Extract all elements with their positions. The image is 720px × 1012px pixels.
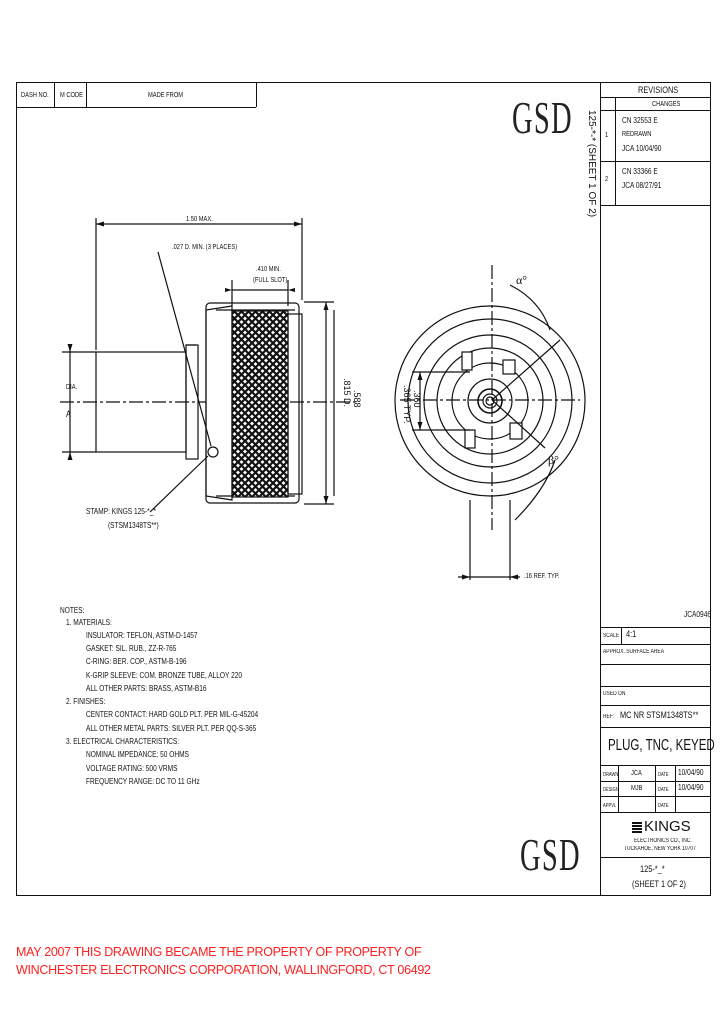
design-label: DESIGN — [603, 787, 619, 793]
ref-value: MC NR STSM1348TS** — [620, 710, 699, 720]
notes-title: NOTES: — [60, 606, 85, 615]
design-date: 10/04/90 — [678, 783, 704, 792]
used-on-label: USED ON — [603, 691, 626, 697]
dim-815: .815 D. — [342, 378, 352, 408]
revision-1-num: 1 — [605, 132, 609, 139]
revision-2-line-2: JCA 08/27/91 — [622, 181, 662, 190]
drawing-id: JCA0946 — [684, 610, 711, 619]
dim-588: .588 — [352, 390, 362, 408]
note-line: 3. ELECTRICAL CHARACTERISTICS: — [66, 737, 180, 746]
note-line: FREQUENCY RANGE: DC TO 11 GHz — [86, 777, 200, 786]
header-dash-no: DASH NO. — [21, 92, 49, 99]
part-number: 125-*_* — [640, 864, 665, 874]
company-sub-2: TUCKAHOE, NEW YORK 10707 — [624, 846, 696, 852]
revision-2-num: 2 — [605, 176, 609, 183]
dim-slot: .410 MIN. — [256, 266, 281, 273]
note-line: GASKET: SIL. RUB., ZZ-R-765 — [86, 644, 177, 653]
dim-a: A — [66, 409, 71, 419]
note-line: ALL OTHER PARTS: BRASS, ASTM-B16 — [86, 684, 207, 693]
sheet-ref-vertical: 125-*-* (SHEET 1 OF 2) — [586, 110, 597, 218]
dim-365: .365 TYP. — [402, 385, 412, 424]
note-line: NOMINAL IMPEDANCE: 50 OHMS — [86, 750, 189, 759]
note-line: 1. MATERIALS: — [66, 618, 112, 627]
note-line: K-GRIP SLEEVE: COM. BRONZE TUBE, ALLOY 2… — [86, 671, 243, 680]
revision-1-line-3: JCA 10/04/90 — [622, 144, 662, 153]
revisions-title: REVISIONS — [638, 85, 679, 95]
dim-slot-full: (FULL SLOT) — [253, 277, 288, 284]
revisions-changes-label: CHANGES — [652, 101, 681, 108]
company-sub-1: ELECTRONICS CO., INC. — [634, 838, 692, 844]
dim-hole-dia: .027 D. MIN. (3 PLACES) — [172, 244, 238, 251]
note-line: ALL OTHER METAL PARTS: SILVER PLT. PER Q… — [86, 724, 257, 733]
sheet-number: (SHEET 1 OF 2) — [632, 879, 687, 889]
appvl-label: APPVL — [603, 803, 617, 809]
appvl-date-label: DATE — [658, 803, 669, 809]
angle-alpha: α° — [516, 273, 528, 287]
design-by: MJB — [631, 785, 643, 792]
dim-length: 1.50 MAX. — [186, 216, 213, 223]
dim-a-dia: DIA. — [66, 384, 78, 391]
company-name: KINGS — [644, 818, 691, 835]
scale-label: SCALE — [603, 633, 620, 639]
dim-ref-16: .16 REF. TYP. — [524, 573, 560, 580]
drawing-title: PLUG, TNC, KEYED — [608, 737, 715, 754]
note-line: VOLTAGE RATING: 500 VRMS — [86, 764, 178, 773]
drawn-date: 10/04/90 — [678, 768, 704, 777]
scale-value: 4:1 — [626, 629, 637, 639]
header-made-from: MADE FROM — [148, 92, 184, 99]
footer-line-2: WINCHESTER ELECTRONICS CORPORATION, WALL… — [16, 963, 431, 977]
revision-1-line-1: CN 32553 E — [622, 116, 658, 125]
footer-line-1: MAY 2007 THIS DRAWING BECAME THE PROPERT… — [16, 945, 422, 959]
ref-label: REF: — [603, 714, 615, 720]
note-line: 2. FINISHES: — [66, 697, 106, 706]
stamp-line-2: (STSM1348TS**) — [108, 521, 159, 530]
drawn-by: JCA — [631, 770, 642, 777]
note-line: CENTER CONTACT: HARD GOLD PLT. PER MIL-G… — [86, 710, 259, 719]
dim-360: .360 — [412, 390, 422, 408]
revision-2-line-1: CN 33366 E — [622, 167, 658, 176]
approx-surface-area: APPROX. SURFACE AREA — [603, 649, 664, 655]
revision-1-line-2: REDRAWN — [622, 131, 652, 138]
drawn-date-label: DATE — [658, 772, 669, 778]
design-date-label: DATE — [658, 787, 669, 793]
kings-logo-icon — [632, 822, 642, 833]
drawn-label: DRAWN — [603, 772, 619, 778]
header-m-code: M CODE — [60, 92, 83, 99]
note-line: INSULATOR: TEFLON, ASTM-D-1457 — [86, 631, 198, 640]
gsd-logo-bottom: GSD — [520, 829, 581, 880]
gsd-logo-top: GSD — [512, 92, 573, 143]
angle-beta: β° — [548, 453, 559, 467]
stamp-line-1: STAMP: KINGS 125-*_* — [86, 507, 156, 516]
note-line: C-RING: BER. COP., ASTM-B-196 — [86, 657, 187, 666]
